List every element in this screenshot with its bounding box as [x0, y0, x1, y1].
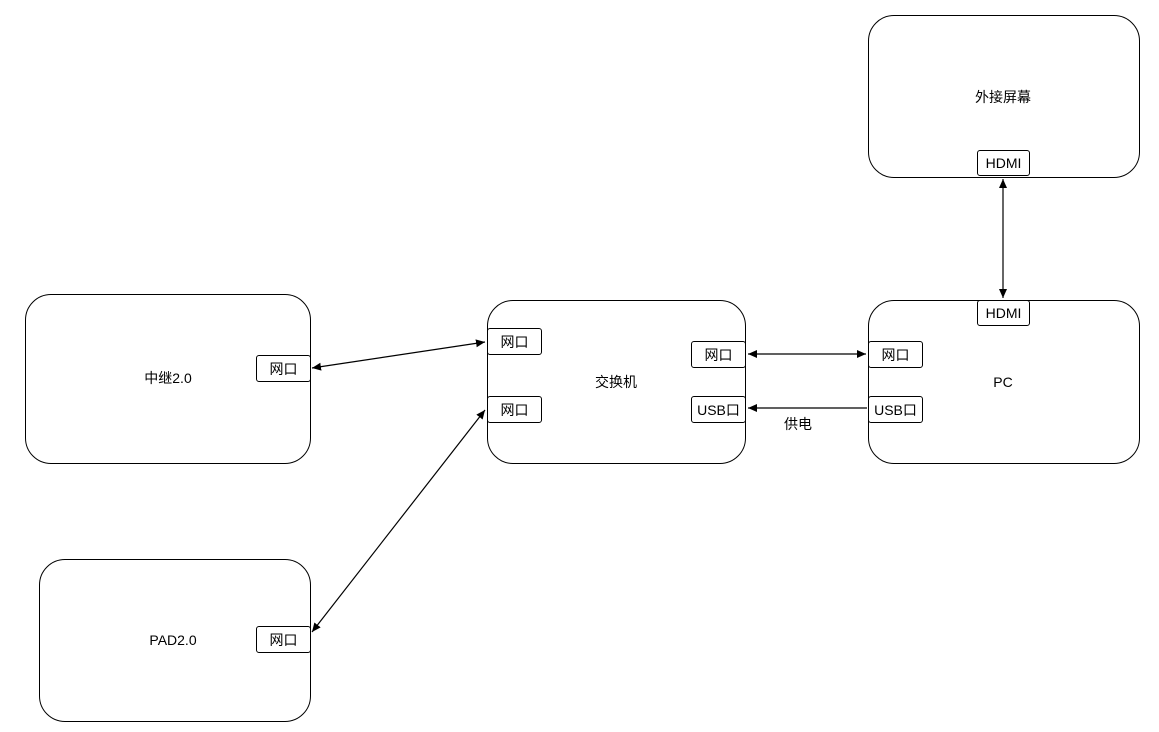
- pc-hdmi-port: HDMI: [977, 300, 1030, 326]
- pc-net-port: 网口: [868, 341, 923, 368]
- relay-net-port: 网口: [256, 355, 311, 382]
- switch-net-port-left-bottom: 网口: [487, 396, 542, 423]
- switch-usb-port: USB口: [691, 396, 746, 423]
- pc-usb-port: USB口: [868, 396, 923, 423]
- edge-pad-switch: [311, 409, 486, 633]
- power-edge-label: 供电: [784, 416, 812, 432]
- switch-label: 交换机: [595, 374, 637, 390]
- monitor-label: 外接屏幕: [975, 89, 1031, 105]
- edge-relay-switch: [311, 339, 486, 371]
- pc-node: [868, 300, 1140, 464]
- pad-label: PAD2.0: [149, 632, 197, 648]
- switch-net-port-right: 网口: [691, 341, 746, 368]
- monitor-hdmi-port: HDMI: [977, 150, 1030, 176]
- pad-net-port: 网口: [256, 626, 311, 653]
- switch-node: [487, 300, 746, 464]
- relay-label: 中继2.0: [144, 370, 192, 386]
- pc-label: PC: [993, 374, 1013, 390]
- switch-net-port-left-top: 网口: [487, 328, 542, 355]
